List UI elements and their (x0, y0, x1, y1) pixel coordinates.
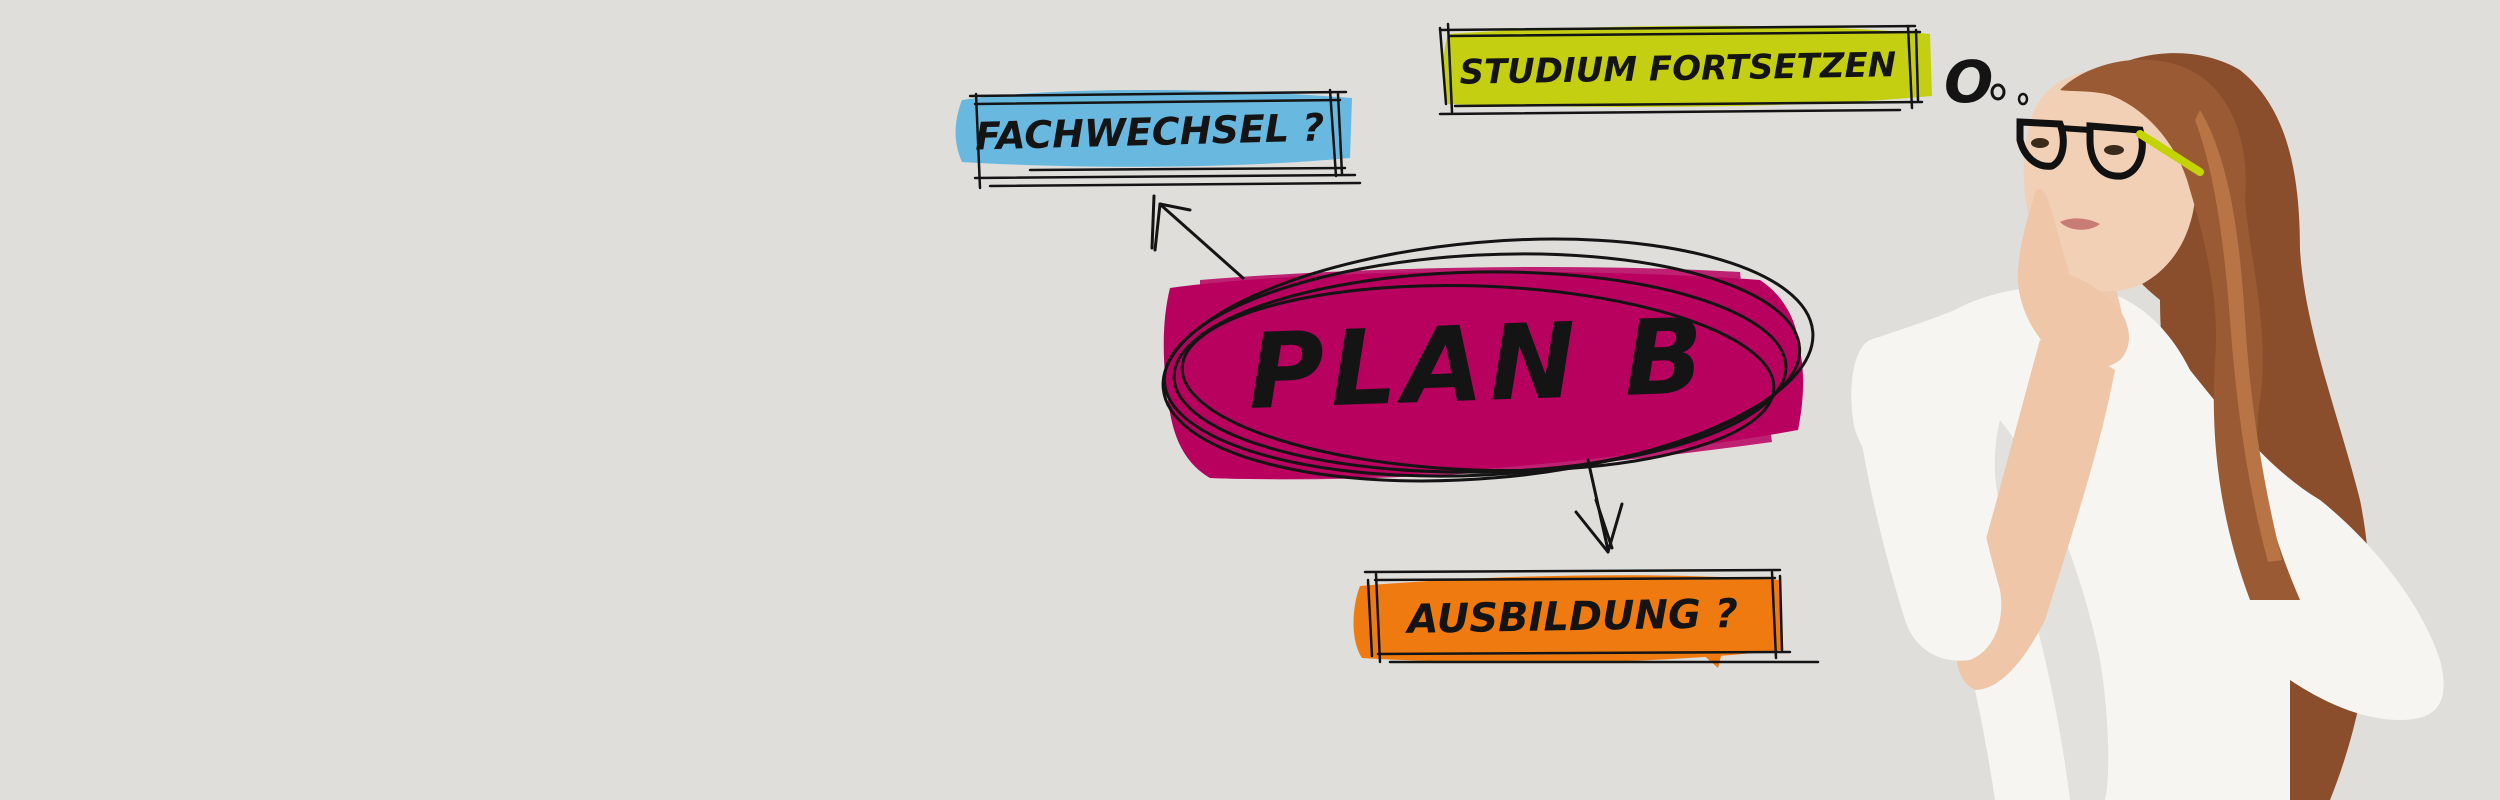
orange-brush-drip (1700, 652, 1722, 668)
magenta-brush-fringe-bottom (1210, 428, 1772, 480)
eye-right (2104, 145, 2124, 155)
magenta-brush-stroke (1163, 271, 1804, 479)
thought-dot-1 (1990, 83, 2006, 101)
blue-sketch-frame (968, 88, 1362, 190)
glasses (2016, 118, 2204, 180)
thought-bubble-label: O (1944, 48, 1993, 116)
option-continue-studies: STUDIUM FORTSETZEN (1438, 22, 1932, 116)
plan-b-center: PLAN B (1161, 237, 1815, 483)
green-brush-stroke (1442, 25, 1932, 107)
blue-brush-fringe (958, 112, 1180, 134)
apprenticeship-label: AUSBILDUNG ? (1404, 591, 1738, 643)
hand-at-chin (2017, 188, 2130, 369)
face (2023, 69, 2196, 292)
option-switch-subject: FACHWECHSEL ? (955, 88, 1362, 190)
switch-subject-label: FACHWECHSEL ? (974, 105, 1324, 158)
orange-sketch-frame (1363, 568, 1820, 664)
lips (2060, 218, 2100, 230)
scribbled-ellipse (1161, 237, 1815, 483)
arrow-to-switch-subject (1150, 194, 1245, 280)
hair-front (2060, 59, 2300, 601)
thought-bubble: O (1944, 48, 2029, 116)
orange-brush-stroke (1353, 575, 1782, 663)
plan-b-label: PLAN B (1246, 295, 1711, 433)
thinking-woman-photo (1851, 53, 2444, 800)
green-sketch-frame (1438, 22, 1924, 116)
continue-studies-label: STUDIUM FORTSETZEN (1459, 45, 1896, 93)
thought-dot-2 (2017, 92, 2029, 106)
hair-highlight (2195, 110, 2282, 562)
shirt-sleeve (1854, 332, 2002, 661)
eye-left (2031, 138, 2049, 148)
option-apprenticeship: AUSBILDUNG ? (1353, 568, 1820, 668)
arrow-to-apprenticeship (1574, 458, 1624, 554)
